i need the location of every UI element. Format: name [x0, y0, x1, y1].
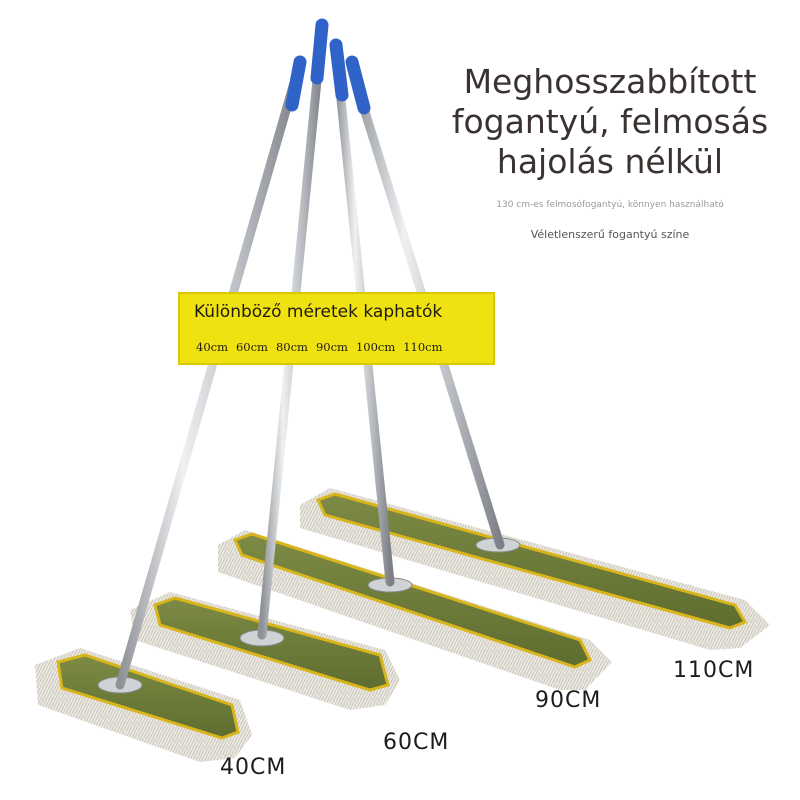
- sizes-banner: Különböző méretek kaphatók 40cm 60cm 80cm 9…: [178, 292, 495, 365]
- size-option: 100cm: [355, 340, 396, 354]
- color-note: Véletlenszerű fogantyú színe: [530, 228, 690, 241]
- mop-60cm: [130, 592, 400, 710]
- mop-pad: [315, 492, 748, 630]
- banner-size-list: 40cm 60cm 80cm 90cm 100cm 110cm: [196, 340, 451, 354]
- handle-grip-tip: [285, 55, 307, 112]
- size-label-110cm: 110CM: [673, 658, 755, 683]
- mop-90cm: [218, 530, 612, 690]
- headline-line: fogantyú, felmosás: [451, 102, 769, 141]
- size-option: 40cm: [196, 340, 228, 354]
- mop-pad: [232, 532, 593, 669]
- handle-grip-tip: [345, 55, 371, 115]
- mop-40cm: [35, 648, 252, 762]
- size-option: 80cm: [275, 340, 308, 354]
- size-label-90cm: 90CM: [535, 688, 602, 713]
- size-option: 90cm: [315, 340, 348, 354]
- size-option: 110cm: [403, 340, 443, 354]
- headline-line: hajolás nélkül: [496, 142, 724, 181]
- handle-40cm: [115, 57, 305, 690]
- headline: Meghosszabbított fogantyú, felmosás hajo…: [440, 62, 780, 182]
- handle-grip-tip: [329, 38, 349, 102]
- size-option: 60cm: [235, 340, 268, 354]
- headline-line: Meghosszabbított: [463, 62, 757, 101]
- banner-title: Különböző méretek kaphatók: [194, 302, 443, 322]
- size-label-40cm: 40CM: [220, 755, 287, 780]
- subtitle: 130 cm-es felmosófogantyú, könnyen haszn…: [496, 200, 724, 210]
- handle-grip-tip: [310, 18, 329, 85]
- mop-pad: [56, 653, 240, 740]
- size-label-60cm: 60CM: [383, 730, 450, 755]
- mop-110cm: [300, 488, 770, 650]
